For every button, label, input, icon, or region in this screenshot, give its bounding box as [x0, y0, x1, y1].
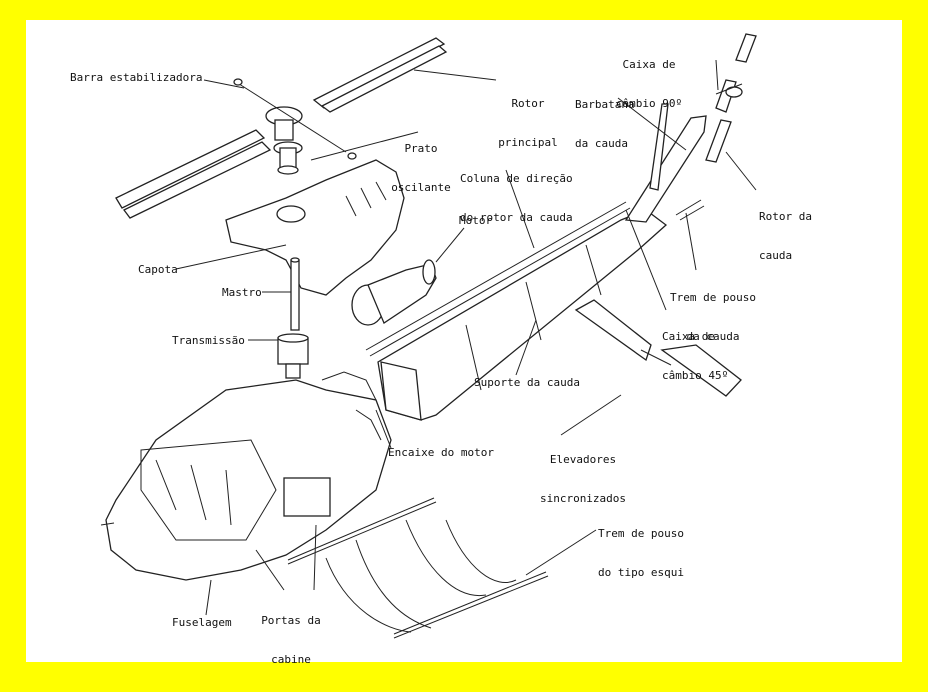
label-barbatana-cauda: Barbatana da cauda	[575, 72, 635, 176]
label-rotor-cauda-line2: cauda	[759, 249, 793, 262]
landing-skids	[287, 497, 549, 639]
label-rotor-cauda: Rotor da cauda	[759, 184, 812, 288]
label-suporte-cauda: Suporte da cauda	[474, 376, 580, 389]
label-trem-esqui-line2: do tipo esqui	[597, 566, 685, 579]
label-transmissao: Transmissão	[172, 334, 245, 347]
cowling	[225, 159, 405, 296]
label-rotor-cauda-line1: Rotor da	[759, 210, 812, 223]
label-rotor-principal-line1: Rotor	[511, 97, 545, 110]
label-elevadores-line1: Elevadores	[549, 453, 617, 466]
label-barbatana-line1: Barbatana	[575, 98, 635, 111]
label-capota: Capota	[138, 263, 178, 276]
label-rotor-principal: Rotor principal	[488, 71, 568, 175]
label-coluna-line1: Coluna de direção	[460, 172, 573, 185]
label-trem-esqui-line1: Trem de pouso	[597, 527, 685, 540]
label-motor: Motor	[459, 214, 493, 227]
label-prato-line1: Prato	[404, 142, 438, 155]
label-mastro: Mastro	[222, 286, 262, 299]
leader-lines	[175, 59, 757, 616]
label-encaixe-motor: Encaixe do motor	[388, 446, 494, 459]
label-caixa-90: Caixa de câmbio 90º	[604, 32, 694, 136]
label-rotor-principal-line2: principal	[498, 136, 558, 149]
label-coluna-direcao: Coluna de direção do rotor da cauda	[460, 146, 573, 250]
label-prato-line2: oscilante	[391, 181, 451, 194]
label-caixa90-line2: câmbio 90º	[615, 97, 683, 110]
engine	[351, 259, 437, 326]
label-trem-cauda-line1: Trem de pouso	[669, 291, 757, 304]
label-coluna-line2: do rotor da cauda	[460, 211, 573, 224]
label-trem-esqui: Trem de pouso do tipo esqui	[586, 501, 696, 605]
tail-rotor	[705, 33, 757, 163]
swashplate	[273, 141, 303, 175]
tail-boom	[365, 103, 707, 421]
label-caixa-45: Caixa de câmbio 45º	[662, 304, 728, 408]
mast	[290, 257, 300, 331]
diagram-canvas: Barra estabilizadora Rotor principal Pra…	[26, 20, 902, 666]
label-elevadores-line2: sincronizados	[539, 492, 627, 505]
label-caixa45-line2: câmbio 45º	[662, 369, 729, 382]
fuselage	[100, 371, 392, 581]
label-elevadores: Elevadores sincronizados	[528, 427, 638, 531]
label-caixa45-line1: Caixa de	[662, 330, 715, 343]
label-barbatana-line2: da cauda	[575, 137, 628, 150]
label-fuselagem: Fuselagem	[172, 616, 232, 629]
label-portas-line2: cabine	[271, 653, 311, 666]
label-trem-cauda: Trem de pouso da cauda	[658, 265, 768, 369]
label-caixa90-line1: Caixa de	[622, 58, 676, 71]
label-prato-oscilante: Prato oscilante	[381, 116, 461, 220]
transmission	[277, 333, 309, 379]
label-portas-line1: Portas da	[261, 614, 321, 627]
elevators	[574, 299, 742, 397]
label-barra-estabilizadora: Barra estabilizadora	[70, 71, 203, 84]
main-rotor	[115, 37, 448, 219]
label-trem-cauda-line2: da cauda	[686, 330, 740, 343]
helicopter-exploded-drawing	[100, 33, 757, 639]
label-portas-cabine: Portas da cabine	[256, 588, 326, 692]
tail-skid	[675, 199, 705, 221]
